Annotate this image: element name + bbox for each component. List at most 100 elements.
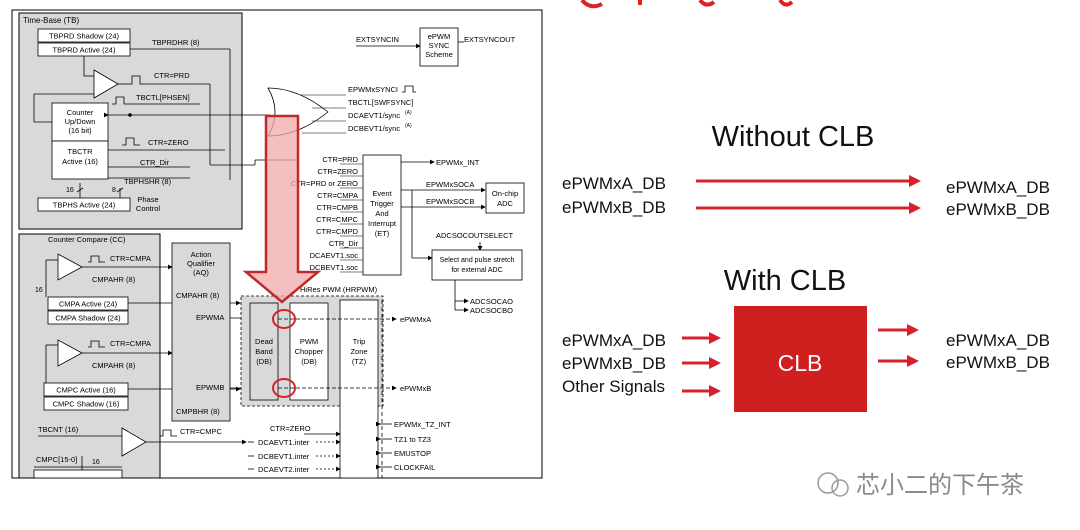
bus16-tb: 16 <box>66 187 74 194</box>
without-in-b: ePWMxB_DB <box>562 198 666 217</box>
et-input-3: CTR=CMPA <box>317 191 358 200</box>
tz-l2: Zone <box>350 347 367 356</box>
adcsocoutselect-label: ADCSOCOUTSELECT <box>436 231 514 240</box>
clockfail-label: CLOCKFAIL <box>394 463 435 472</box>
pulse-l1: Select and pulse stretch <box>440 257 515 264</box>
phase-l1: Phase <box>137 195 158 204</box>
cmpc-comparator <box>57 339 83 367</box>
counter-l3: (16 bit) <box>68 126 92 135</box>
bus8-tb: 8 <box>112 187 116 194</box>
tbprdhr-label: TBPRDHR (8) <box>152 38 200 47</box>
block-diagram: Time-Base (TB) TBPRD Shadow (24) TBPRD A… <box>11 9 543 479</box>
without-out-b: ePWMxB_DB <box>946 200 1050 219</box>
without-in-a: ePWMxA_DB <box>562 174 666 193</box>
pulse-l2: for external ADC <box>451 267 502 274</box>
adc-l1: On-chip <box>492 189 518 198</box>
cmpc2-comparator <box>121 427 147 457</box>
et-l2: Trigger <box>370 199 394 208</box>
cc-title: Counter Compare (CC) <box>48 235 126 244</box>
watermark-text: 芯小二的下午茶 <box>856 472 1024 499</box>
clb-label: CLB <box>778 350 823 376</box>
tbctr-l1: TBCTR <box>68 147 94 156</box>
tz1-label: TZ1 to TZ3 <box>394 435 431 444</box>
dc-dcaevt2-label: DCAEVT2.inter <box>258 465 310 474</box>
counter-l2: Up/Down <box>65 117 96 126</box>
scheme-l2: SYNC <box>429 41 450 50</box>
cc-cmpahr2-label: CMPAHR (8) <box>92 361 136 370</box>
epwmxsynci-label: EPWMxSYNCI <box>348 85 398 94</box>
cmpc-shadow-box <box>43 396 129 411</box>
big-down-arrow <box>242 114 322 304</box>
dc-dcaevt1-label: DCAEVT1.inter <box>258 438 310 447</box>
hr-epwmxb-label: ePWMxB <box>400 384 431 393</box>
db-l3: (DB) <box>256 357 272 366</box>
with-in-a: ePWMxA_DB <box>562 331 666 350</box>
tb-title: Time-Base (TB) <box>23 16 79 25</box>
hr-epwmxa-label: ePWMxA <box>400 315 431 324</box>
et-input-0: CTR=PRD <box>322 155 358 164</box>
et-input-7: CTR_Dir <box>329 239 359 248</box>
action-qualifier-block <box>171 242 231 422</box>
cmpc-bits-label: CMPC[15-0] <box>36 455 77 464</box>
et-l5: (ET) <box>375 229 390 238</box>
et-input-9: DCBEVT1.soc <box>310 263 359 272</box>
et-input-4: CTR=CMPB <box>317 203 358 212</box>
cc-ctr-cmpa-label: CTR=CMPA <box>110 254 151 263</box>
top-title-fragment <box>580 0 794 9</box>
cc-bus16: 16 <box>35 287 43 294</box>
sync-scheme-box <box>419 27 459 67</box>
aq-l3: (AQ) <box>193 268 209 277</box>
clb-comparison: Without CLB ePWMxA_DB ePWMxB_DB ePWMxA_D… <box>562 121 1050 412</box>
ctr-dir-label: CTR_Dir <box>140 158 170 167</box>
epwmx-int-label: EPWMx_INT <box>436 158 480 167</box>
tbctr-active-box <box>51 140 109 180</box>
adc-l2: ADC <box>497 199 513 208</box>
dcaevt1-sync-label: DCAEVT1/sync <box>348 111 400 120</box>
scheme-l1: ePWM <box>428 32 451 41</box>
aq-cmpbhr-label: CMPBHR (8) <box>176 407 220 416</box>
emustop-label: EMUSTOP <box>394 449 431 458</box>
et-l4: Interrupt <box>368 219 397 228</box>
dc-ctr-zero-label: CTR=ZERO <box>270 424 311 433</box>
tbprd-active-label: TBPRD Active (24) <box>53 46 116 55</box>
aq-epwmb-label: EPWMB <box>196 383 224 392</box>
ctr-cmpc-label: CTR=CMPC <box>180 427 222 436</box>
with-out-a: ePWMxA_DB <box>946 331 1050 350</box>
db-out-a-highlight <box>272 309 296 329</box>
dc-dcbevt1-label: DCBEVT1.inter <box>258 452 310 461</box>
with-clb-title: With CLB <box>724 265 846 297</box>
et-l1: Event <box>372 189 392 198</box>
extsyncin-label: EXTSYNCIN <box>356 35 399 44</box>
pc-l1: PWM <box>300 337 318 346</box>
hr-title: HiRes PWM (HRPWM) <box>300 285 378 294</box>
cmpc-active-box <box>43 382 129 397</box>
dcbevt1-sync-label: DCBEVT1/sync <box>348 124 400 133</box>
adcsocao-label: ADCSOCAO <box>470 297 513 306</box>
cmpa-active-box <box>47 296 129 311</box>
cmpa-active-label: CMPA Active (24) <box>59 300 118 309</box>
cmpa-comparator <box>57 253 83 281</box>
without-clb-title: Without CLB <box>712 121 875 153</box>
aq-l1: Action <box>191 250 212 259</box>
counter-updown-box <box>51 102 109 142</box>
tbphs-active-label: TBPHS Active (24) <box>53 201 116 210</box>
tz-int-label: EPWMx_TZ_INT <box>394 420 451 429</box>
extsyncout-label: EXTSYNCOUT <box>464 35 516 44</box>
et-input-1: CTR=ZERO <box>317 167 358 176</box>
cmpa-shadow-box <box>47 310 129 325</box>
et-box <box>362 154 402 276</box>
db-l1: Dead <box>255 337 273 346</box>
tbphs-active-box <box>37 197 131 212</box>
with-other-signals: Other Signals <box>562 377 665 396</box>
tbctr-l2: Active (16) <box>62 157 98 166</box>
cmpc-shadow-label: CMPC Shadow (16) <box>53 400 120 409</box>
aq-cmpahr-label: CMPAHR (8) <box>176 291 220 300</box>
scheme-l3: Scheme <box>425 50 453 59</box>
epwmxsocb-label: EPWMxSOCB <box>426 197 474 206</box>
epwmxsoca-label: EPWMxSOCA <box>426 180 474 189</box>
dcbevt1-sup: (A) <box>405 123 412 129</box>
db-out-b-highlight <box>272 378 296 398</box>
trip-zone-box <box>339 299 379 479</box>
cc-ctr-cmpa2-label: CTR=CMPA <box>110 339 151 348</box>
